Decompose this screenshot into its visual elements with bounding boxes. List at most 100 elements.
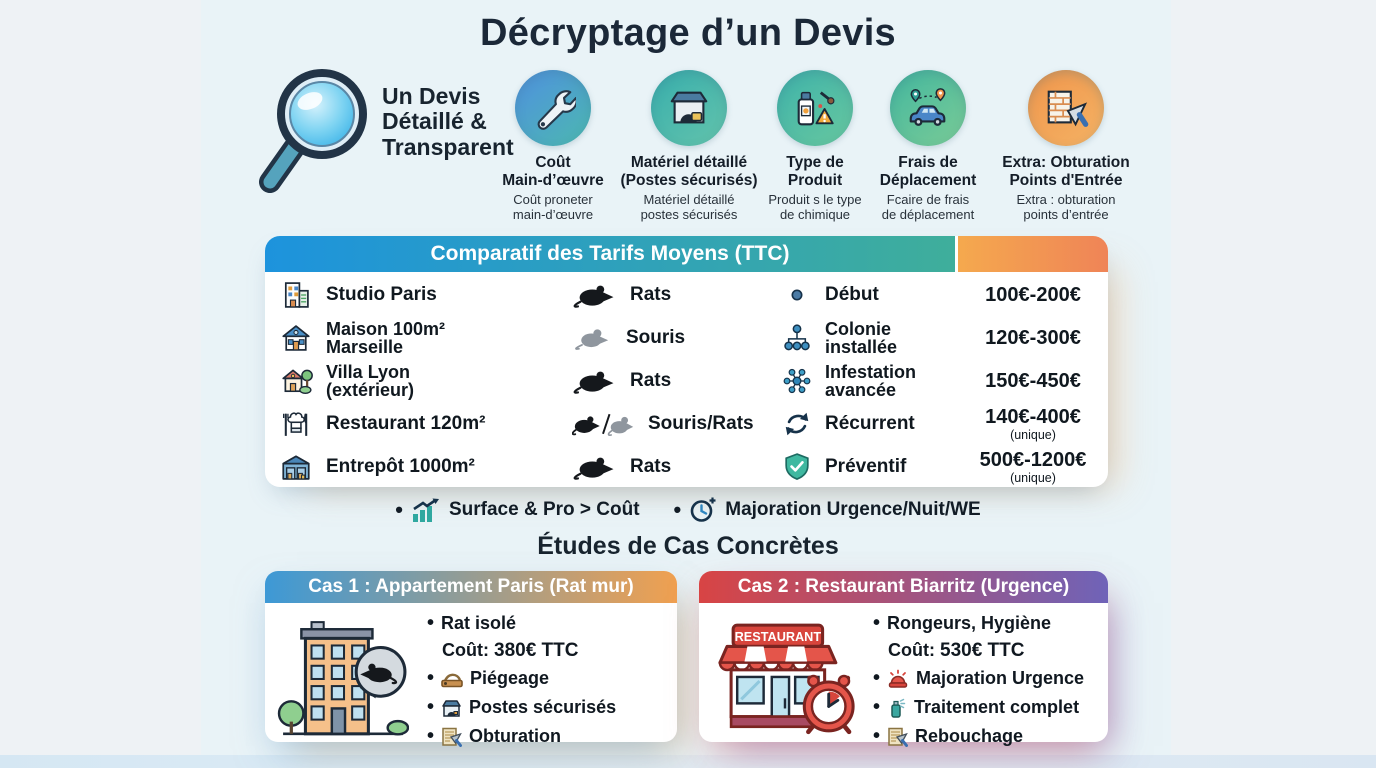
bullet-dot: • [395, 497, 403, 522]
case1-card: Cas 1 : Appartement Paris (Rat mur) [265, 571, 677, 747]
price-value: 150€-450€ [985, 369, 1081, 392]
bullet-dot: • [673, 497, 682, 522]
bottom-strip [0, 755, 1376, 768]
note-surcharge: • Majoration Urgence/Nuit/WE [674, 496, 981, 524]
studio-building-icon [279, 278, 313, 312]
bullet-text: Obturation [469, 726, 562, 747]
feature-title: Matériel détaillé (Postes sécurisés) [620, 154, 758, 189]
table-row-price: 150€-450€ [958, 361, 1108, 401]
stage-label: Infestation avancée [825, 361, 917, 400]
restaurant-sign-text: RESTAURANT [735, 630, 822, 644]
page-title: Décryptage d’un Devis [480, 12, 896, 54]
case-studies-heading: Études de Cas Concrètes [537, 532, 839, 560]
stage-label: Récurrent [825, 413, 915, 435]
table-row-location: Restaurant 120m² [265, 404, 545, 444]
case2-cost: Coût: 530€ TTC [873, 640, 1084, 662]
bullet-dot: • [873, 667, 881, 689]
price-table: Comparatif des Tarifs Moyens (TTC) Studi… [265, 236, 1108, 487]
trap-icon [441, 669, 463, 689]
chemical-product-icon [777, 70, 853, 146]
cost-value: 380€ TTC [494, 640, 579, 661]
feature-subtitle: Produit s le type de chimique [768, 192, 862, 223]
bullet-text: Rebouchage [915, 726, 1024, 747]
feature-title: Extra: Obturation Points d'Entrée [1002, 154, 1130, 189]
stage-label: Début [825, 284, 879, 306]
feature-material: Matériel détaillé (Postes sécurisés) Mat… [614, 70, 764, 223]
feature-travel-fee: Frais de Déplacement Fcaire de frais de … [866, 70, 990, 223]
table-row-stage: Début [754, 275, 955, 315]
apartment-rat-illustration [277, 619, 409, 741]
mouse-icon [572, 325, 612, 351]
wall-sealing-icon [1028, 70, 1104, 146]
case2-bullet-surcharge: • Majoration Urgence [873, 666, 1084, 691]
bullet-dot: • [427, 612, 435, 634]
case1-bullet-stations: • Postes sécurisés [427, 695, 616, 720]
bullet-dot: • [427, 667, 435, 689]
table-row-pest: Rats [548, 275, 751, 315]
colony-icon [782, 323, 812, 353]
case1-cost: Coût: 380€ TTC [427, 640, 616, 662]
price-value: 120€-300€ [985, 326, 1081, 349]
rat-icon [572, 454, 616, 480]
price-note: (unique) [1010, 428, 1056, 443]
bullet-text: Piégeage [470, 668, 550, 689]
location-label: Villa Lyon (extérieur) [326, 361, 415, 400]
table-row-location: Villa Lyon (extérieur) [265, 361, 545, 401]
note-surface-cost: • Surface & Pro > Coût [395, 496, 640, 524]
intro-heading: Un Devis Détaillé & Transparent [382, 83, 514, 160]
pest-label: Rats [630, 370, 672, 392]
bullet-text: Postes sécurisés [469, 697, 617, 718]
infestation-icon [782, 366, 812, 396]
sealing-doc-icon [887, 727, 909, 747]
table-row-pest: Souris/Rats [548, 404, 754, 444]
table-row-location: Studio Paris [265, 275, 545, 315]
recurring-icon [782, 409, 812, 439]
table-row-price: 500€-1200€ (unique) [958, 447, 1108, 487]
shield-check-icon [782, 452, 812, 482]
dot-icon [782, 280, 812, 310]
location-label: Maison 100m² Marseille [326, 318, 446, 357]
case1-title: Cas 1 : Appartement Paris (Rat mur) [265, 571, 677, 603]
car-travel-icon [890, 70, 966, 146]
cost-value: 530€ TTC [940, 640, 1025, 661]
table-notes: • Surface & Pro > Coût • Majoration Urge… [0, 496, 1376, 524]
rat-icon [572, 368, 616, 394]
case2-situation: • Rongeurs, Hygiène [873, 611, 1084, 636]
price-value: 500€-1200€ [979, 449, 1087, 472]
case1-bullet-trap: • Piégeage [427, 666, 616, 691]
price-value: 100€-200€ [985, 283, 1081, 306]
bullet-dot: • [427, 696, 435, 718]
table-row-price: 120€-300€ [958, 318, 1108, 358]
bullet-text: Traitement complet [914, 697, 1080, 718]
feature-labour-cost: Coût Main-d’œuvre Coût proneter main-d’œ… [492, 70, 614, 223]
case2-title: Cas 2 : Restaurant Biarritz (Urgence) [699, 571, 1108, 603]
warehouse-icon [279, 450, 313, 484]
bullet-text: Majoration Urgence [916, 668, 1085, 689]
case2-bullet-sealing: • Rebouchage [873, 724, 1084, 749]
table-title: Comparatif des Tarifs Moyens (TTC) [265, 236, 955, 272]
siren-icon [887, 669, 909, 689]
table-price-header [958, 236, 1108, 272]
feature-subtitle: Extra : obturation points d’entrée [1016, 192, 1116, 223]
pest-label: Souris [626, 327, 686, 349]
table-row-pest: Rats [548, 447, 751, 487]
feature-sealing-extra: Extra: Obturation Points d'Entrée Extra … [990, 70, 1142, 223]
bullet-dot: • [427, 725, 435, 747]
wrench-icon [515, 70, 591, 146]
feature-row: Coût Main-d’œuvre Coût proneter main-d’œ… [492, 70, 1142, 223]
case1-situation: • Rat isolé [427, 611, 616, 636]
table-row-pest: Souris [548, 318, 751, 358]
note-text: Majoration Urgence/Nuit/WE [725, 499, 981, 520]
table-row-stage: Infestation avancée [754, 361, 955, 401]
pest-label: Rats [630, 284, 672, 306]
feature-title: Frais de Déplacement [879, 154, 977, 189]
table-row-price: 140€-400€ (unique) [958, 404, 1108, 444]
cost-label: Coût: [442, 640, 489, 660]
table-row-location: Maison 100m² Marseille [265, 318, 545, 358]
rat-mouse-icon [572, 411, 634, 437]
pest-label: Souris/Rats [648, 413, 754, 435]
feature-product-type: Type de Produit Produit s le type de chi… [764, 70, 866, 223]
feature-subtitle: Coût proneter main-d’œuvre [512, 192, 594, 223]
rat-icon [572, 282, 616, 308]
